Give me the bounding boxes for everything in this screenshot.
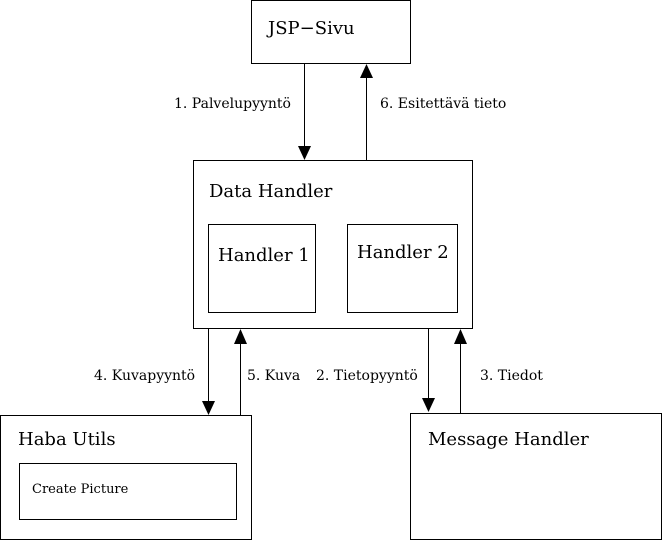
- arrow-palvelupyynto: [298, 64, 311, 160]
- arrow-esitettava-tieto: [360, 64, 373, 160]
- edge-label-kuvapyynto: 4. Kuvapyyntö: [94, 368, 195, 384]
- edge-label-tiedot: 3. Tiedot: [480, 368, 543, 384]
- edge-label-kuva: 5. Kuva: [247, 368, 300, 384]
- arrow-kuvapyynto: [202, 329, 215, 415]
- jsp-sivu-label: JSP−Sivu: [266, 18, 355, 39]
- create-picture-label: Create Picture: [32, 482, 129, 497]
- handler-2-node: Handler 2: [347, 224, 458, 313]
- data-handler-label: Data Handler: [209, 181, 333, 202]
- edge-label-palvelupyynto: 1. Palvelupyyntö: [174, 96, 291, 112]
- message-handler-label: Message Handler: [428, 429, 589, 450]
- jsp-sivu-node: JSP−Sivu: [251, 0, 411, 64]
- arrow-tiedot: [454, 329, 467, 413]
- handler-1-node: Handler 1: [208, 224, 316, 313]
- arrow-kuva: [234, 329, 247, 415]
- handler-2-label: Handler 2: [357, 242, 449, 263]
- edge-label-tietopyynto: 2. Tietopyyntö: [316, 368, 418, 384]
- arrow-tietopyynto: [422, 329, 435, 412]
- haba-utils-label: Haba Utils: [18, 429, 116, 450]
- message-handler-node: Message Handler: [410, 413, 662, 540]
- create-picture-node: Create Picture: [19, 463, 237, 520]
- edge-label-esitettava-tieto: 6. Esitettävä tieto: [380, 96, 506, 112]
- handler-1-label: Handler 1: [218, 245, 310, 266]
